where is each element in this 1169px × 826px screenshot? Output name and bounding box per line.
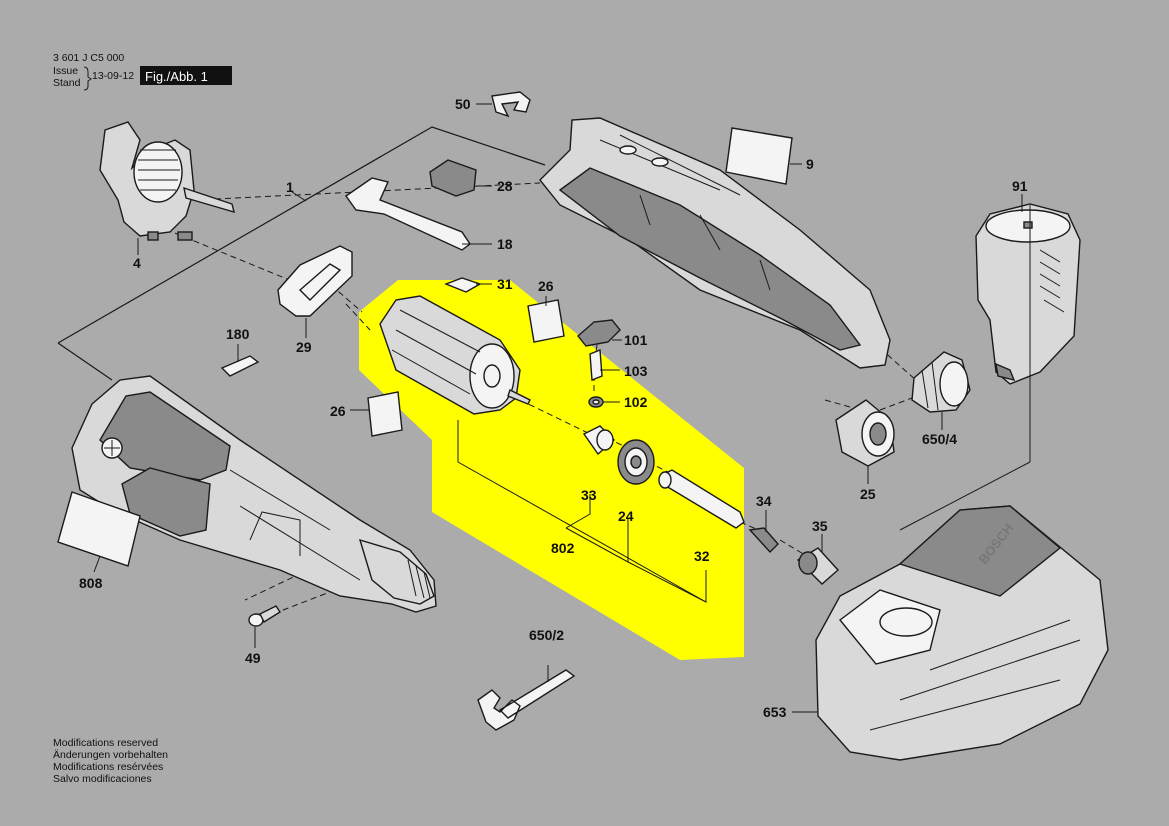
label-24: 24 bbox=[618, 508, 634, 524]
label-103: 103 bbox=[624, 363, 648, 379]
label-650-2: 650/2 bbox=[529, 627, 564, 643]
document-header: 3 601 J C5 000 Issue Stand 13-09-12 Fig.… bbox=[53, 52, 232, 91]
rating-plate-part-180 bbox=[220, 355, 260, 377]
label-9: 9 bbox=[806, 156, 814, 172]
note-german: Änderungen vorbehalten bbox=[53, 749, 168, 761]
figure-label-box bbox=[140, 66, 232, 85]
note-english: Modifications reserved bbox=[53, 737, 158, 749]
cap-part-101 bbox=[577, 319, 621, 347]
collet-nut-part-35 bbox=[796, 547, 839, 585]
issue-label: Issue bbox=[53, 65, 78, 77]
note-spanish: Salvo modificaciones bbox=[53, 773, 152, 785]
screw-part-49 bbox=[248, 605, 281, 627]
sleeve-part-33 bbox=[582, 425, 616, 456]
spring-part-102 bbox=[588, 396, 604, 408]
label-653: 653 bbox=[763, 704, 787, 720]
wrench-part-650-2 bbox=[477, 669, 576, 731]
cover-part-808 bbox=[57, 491, 141, 567]
issue-date: 13-09-12 bbox=[92, 70, 134, 82]
nose-cap-part-25 bbox=[835, 399, 895, 467]
tool-housing bbox=[71, 375, 437, 613]
collet-part-34 bbox=[748, 527, 779, 554]
bearing-part-24 bbox=[617, 439, 655, 485]
header-brace bbox=[83, 66, 92, 91]
label-802: 802 bbox=[551, 540, 575, 556]
label-650-4: 650/4 bbox=[922, 431, 957, 447]
label-18: 18 bbox=[497, 236, 513, 252]
label-33: 33 bbox=[581, 487, 597, 503]
modification-notes: Modifications reserved Änderungen vorbeh… bbox=[53, 737, 168, 785]
label-180: 180 bbox=[226, 326, 250, 342]
brush-part-26-upper bbox=[527, 299, 565, 343]
housing-half-shell bbox=[539, 117, 891, 369]
brush-part-26-lower bbox=[367, 391, 403, 437]
label-part-9 bbox=[725, 127, 793, 185]
figure-label: Fig./Abb. 1 bbox=[145, 69, 208, 84]
charger-part-653: BOSCH bbox=[815, 505, 1109, 761]
stand-label: Stand bbox=[53, 77, 81, 89]
switch-frame-part-29 bbox=[277, 245, 353, 317]
note-french: Modifications resérvées bbox=[53, 761, 163, 773]
label-32: 32 bbox=[694, 548, 710, 564]
slider-button-part-28 bbox=[429, 159, 477, 197]
leader-lines bbox=[93, 103, 1031, 713]
label-101: 101 bbox=[624, 332, 648, 348]
label-4: 4 bbox=[133, 255, 141, 271]
label-49: 49 bbox=[245, 650, 261, 666]
cap-part-650-4 bbox=[911, 351, 971, 413]
label-34: 34 bbox=[756, 493, 772, 509]
housing-assembly-frame bbox=[57, 126, 546, 381]
part-number-labels: 1 4 9 18 24 25 26 26 28 29 31 32 33 34 3… bbox=[79, 96, 1028, 720]
label-102: 102 bbox=[624, 394, 648, 410]
label-91: 91 bbox=[1012, 178, 1028, 194]
label-50: 50 bbox=[455, 96, 471, 112]
battery-part-91 bbox=[975, 203, 1081, 385]
pin-part-103 bbox=[589, 348, 603, 382]
label-29: 29 bbox=[296, 339, 312, 355]
label-25: 25 bbox=[860, 486, 876, 502]
spindle-part-32 bbox=[658, 469, 745, 529]
label-35: 35 bbox=[812, 518, 828, 534]
label-28: 28 bbox=[497, 178, 513, 194]
label-26-upper: 26 bbox=[538, 278, 554, 294]
label-26-lower: 26 bbox=[330, 403, 346, 419]
motor-part-802 bbox=[379, 295, 531, 415]
label-31: 31 bbox=[497, 276, 513, 292]
document-number: 3 601 J C5 000 bbox=[53, 52, 124, 64]
label-1: 1 bbox=[286, 179, 294, 195]
clip-part-50 bbox=[491, 91, 531, 118]
label-808: 808 bbox=[79, 575, 103, 591]
slide-bar-part-18 bbox=[345, 177, 471, 251]
speed-switch-part-4 bbox=[99, 121, 235, 241]
